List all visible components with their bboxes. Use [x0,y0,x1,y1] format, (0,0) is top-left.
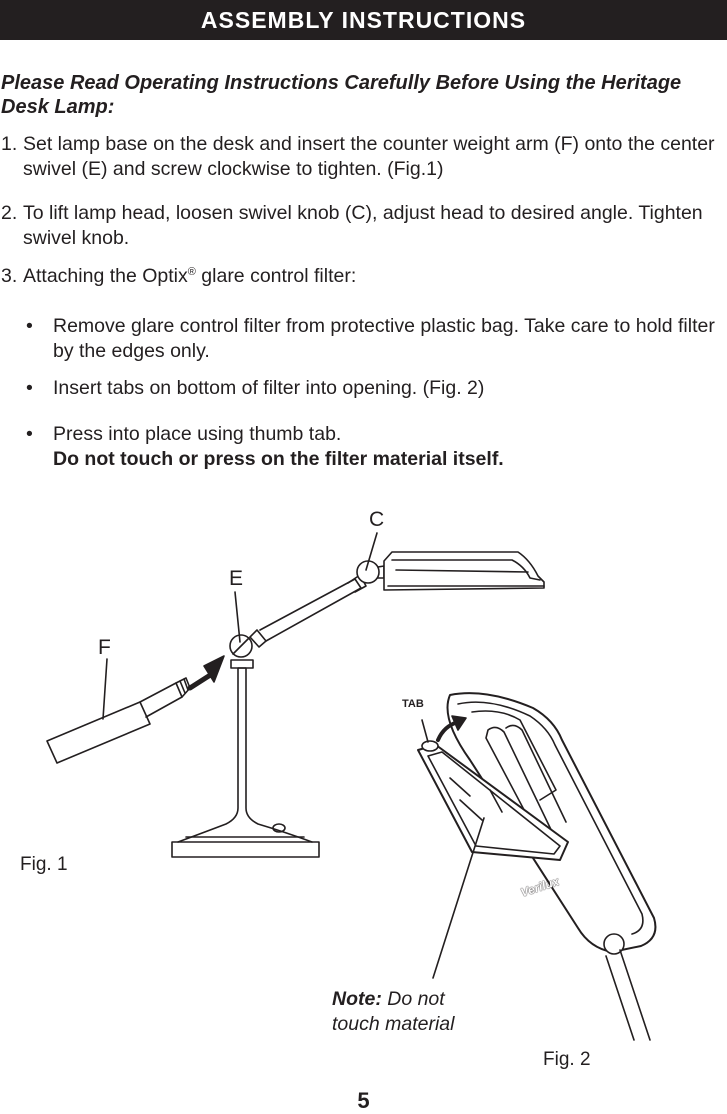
step-text: Set lamp base on the desk and insert the… [23,133,715,180]
lamp-illustrations [46,532,657,1041]
figure-2-caption: Fig. 2 [543,1049,591,1070]
lamp-head-illustration [383,551,545,591]
section-title: ASSEMBLY INSTRUCTIONS [200,6,527,33]
bullet-icon: • [26,423,33,445]
bullet-icon: • [26,377,33,399]
step-number: 3. [1,265,18,287]
lamp-base-illustration [171,659,320,858]
warning-text: Do not touch or press on the filter mate… [53,448,504,470]
leader-line-tab [421,719,429,743]
thumb-tab-illustration [421,740,439,752]
step-text: Attaching the Optix® glare control filte… [1,264,716,289]
figure-1-caption: Fig. 1 [20,854,68,875]
bullet-text: Remove glare control filter from protect… [53,315,715,362]
bullet-item: • Press into place using thumb tab. Do n… [26,422,716,472]
step-number: 2. [1,202,18,224]
registered-mark: ® [187,266,196,278]
bullet-item: • Insert tabs on bottom of filter into o… [26,376,716,401]
filter-illustration [417,692,657,953]
bullet-text: Press into place using thumb tab. [53,423,342,445]
bullet-text-block: Press into place using thumb tab. Do not… [26,422,716,472]
leader-line-c [365,532,378,571]
label-f: F [98,636,111,659]
step-text-after: glare control filter: [195,265,357,287]
note-text: Note: Do not touch material [332,987,454,1037]
swivel-knob-illustration [603,933,625,955]
step-text: To lift lamp head, loosen swivel knob (C… [23,202,703,249]
arrow-icon [451,715,467,731]
tab-label: TAB [402,698,424,710]
bullet-item: • Remove glare control filter from prote… [26,314,716,364]
leader-line-note [432,817,485,979]
note-label: Note: [332,988,382,1010]
bullet-text: Insert tabs on bottom of filter into ope… [53,377,485,399]
arrow-icon [203,655,225,683]
label-c: C [369,508,385,531]
counterweight-arm-illustration [46,677,191,764]
label-e: E [229,567,244,590]
upper-arm-illustration [249,574,367,648]
note-line-2: touch material [332,1013,455,1035]
note-line-1: Do not [381,988,445,1010]
step-1: 1. Set lamp base on the desk and insert … [1,132,716,182]
step-text-before: Attaching the Optix [23,265,188,287]
step-number: 1. [1,133,18,155]
step-2: 2. To lift lamp head, loosen swivel knob… [1,201,716,251]
bullet-icon: • [26,315,33,337]
section-header: ASSEMBLY INSTRUCTIONS [0,0,727,40]
step-3: 3. Attaching the Optix® glare control fi… [1,264,716,289]
page-number: 5 [357,1088,370,1113]
leader-line-e [234,591,241,643]
leader-line-f [102,658,108,720]
intro-text: Please Read Operating Instructions Caref… [1,72,682,118]
